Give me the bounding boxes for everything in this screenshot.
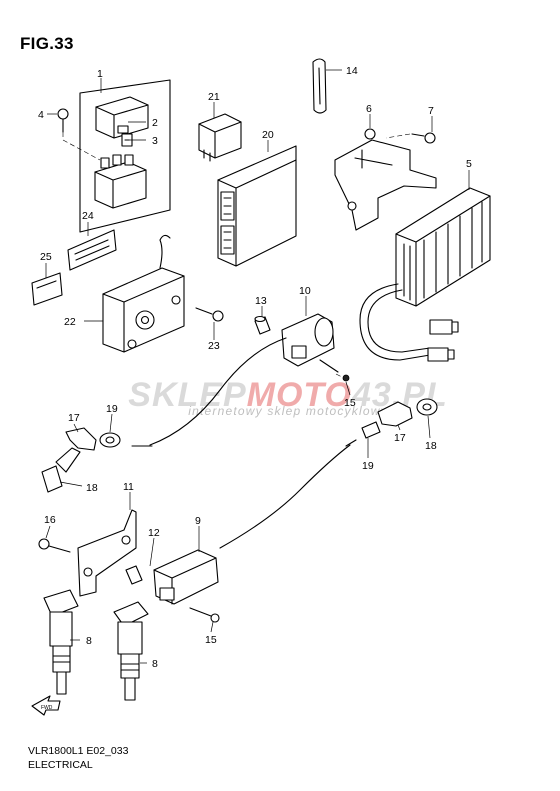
callout-20: 20 [262, 129, 274, 141]
plug-boot-right[interactable] [416, 398, 438, 416]
regulator-rectifier[interactable] [395, 187, 491, 307]
callout-24: 24 [82, 210, 94, 222]
plug-cap-left[interactable] [55, 427, 97, 473]
callout-18a: 18 [86, 482, 98, 494]
callout-16: 16 [44, 514, 56, 526]
watermark-brand-part2: MOTO [246, 376, 352, 414]
spacer-12[interactable] [125, 565, 143, 585]
callout-6: 6 [366, 103, 372, 115]
screw-4[interactable] [57, 108, 69, 133]
bolt-7[interactable] [411, 132, 436, 144]
lead-lower[interactable] [219, 444, 351, 549]
regulator-connector-a[interactable] [429, 319, 459, 335]
callout-22: 22 [64, 316, 76, 328]
callout-7: 7 [428, 105, 434, 117]
ecu-unit[interactable] [217, 145, 297, 267]
relay-socket[interactable] [94, 154, 147, 209]
ignition-coil-lower[interactable] [153, 549, 219, 605]
coil-bracket[interactable] [77, 509, 137, 597]
figure-title: FIG.33 [20, 34, 74, 53]
callout-labels: 1 2 3 4 5 6 7 8 8 9 10 11 12 13 14 15 15… [38, 65, 472, 670]
callout-12: 12 [148, 527, 160, 539]
callout-19a: 19 [106, 403, 118, 415]
callout-5: 5 [466, 158, 472, 170]
forward-arrow-label: FWD [41, 705, 53, 711]
callout-23: 23 [208, 340, 220, 352]
callout-18b: 18 [425, 440, 437, 452]
callout-10: 10 [299, 285, 311, 297]
stick-coil-left[interactable] [43, 589, 79, 695]
callout-15b: 15 [205, 634, 217, 646]
callout-9: 9 [195, 515, 201, 527]
callout-1: 1 [97, 68, 103, 80]
callout-13: 13 [255, 295, 267, 307]
grommet-right[interactable] [361, 421, 381, 439]
lead-upper[interactable] [149, 337, 287, 446]
plug-boot-left[interactable] [41, 465, 63, 493]
bolt-15-lower[interactable] [189, 607, 220, 623]
regulator-harness[interactable] [359, 283, 431, 361]
leader-lines [45, 69, 470, 664]
screw-23[interactable] [195, 307, 224, 322]
watermark-tagline: internetowy sklep motocyklowy [188, 404, 388, 418]
callout-17a: 17 [68, 412, 80, 424]
sensor-unit[interactable] [102, 234, 185, 353]
callout-11: 11 [123, 481, 134, 493]
regulator-bracket[interactable] [334, 128, 437, 231]
bolt-16[interactable] [38, 538, 71, 553]
model-code: VLR1800L1 E02_033 [28, 745, 129, 757]
callout-19b: 19 [362, 460, 374, 472]
forward-arrow-icon: FWD [31, 695, 61, 716]
spacer-13[interactable] [254, 315, 271, 335]
callout-3: 3 [152, 135, 158, 147]
stick-coil-right[interactable] [113, 601, 149, 701]
plug-cap-right[interactable] [377, 401, 413, 427]
section-name: ELECTRICAL [28, 759, 93, 771]
bolt-15-upper[interactable] [342, 374, 350, 382]
callout-8a: 8 [86, 635, 92, 647]
regulator-connector-b[interactable] [427, 347, 455, 362]
callout-8b: 8 [152, 658, 158, 670]
label-25[interactable] [31, 272, 63, 306]
label-24[interactable] [67, 229, 117, 271]
callout-2: 2 [152, 117, 158, 129]
relay-upper[interactable] [95, 96, 149, 139]
ignition-coil-upper[interactable] [281, 313, 335, 367]
grommet-left[interactable] [99, 432, 121, 448]
part-group-box [79, 79, 171, 233]
ecu-connector[interactable] [198, 113, 242, 162]
callout-21: 21 [208, 91, 220, 103]
cable-strap[interactable] [312, 58, 327, 114]
watermark-brand: SKLEPMOTO43.PL [118, 376, 458, 415]
callout-14: 14 [346, 65, 358, 77]
callout-17b: 17 [394, 432, 406, 444]
callout-15a: 15 [344, 397, 356, 409]
callout-4: 4 [38, 109, 44, 121]
callout-25: 25 [40, 251, 52, 263]
